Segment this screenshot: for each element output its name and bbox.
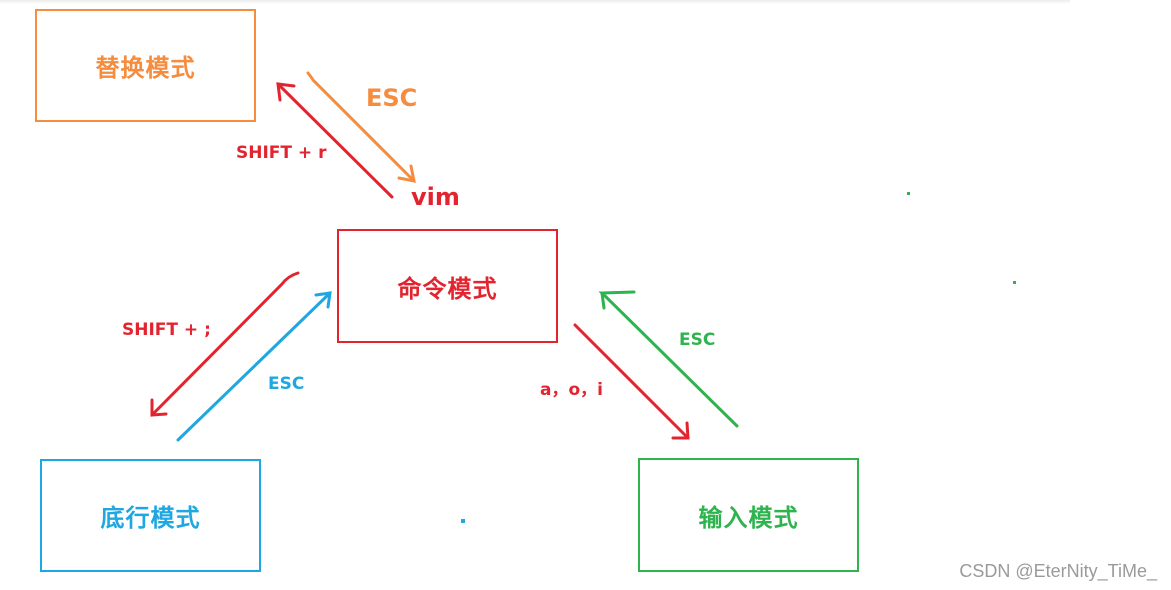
arrow-shift-semicolon-to-bottom <box>150 271 300 417</box>
esc-label-green: ESC <box>679 330 716 350</box>
bottom-line-mode-box: 底行模式 <box>40 459 261 572</box>
bottom-line-mode-label: 底行模式 <box>100 504 201 532</box>
stray-dot <box>907 192 910 195</box>
replace-mode-box: 替换模式 <box>35 9 256 122</box>
arrow-esc-insert-to-command <box>598 290 739 428</box>
stray-dot <box>1013 281 1016 284</box>
arrow-shift-r-to-replace <box>276 82 394 199</box>
command-mode-box: 命令模式 <box>337 229 558 343</box>
replace-mode-label: 替换模式 <box>95 54 196 82</box>
arrow-aoi-to-insert <box>573 323 690 440</box>
insert-keys-label: a，o，i <box>540 380 603 400</box>
insert-mode-label: 输入模式 <box>698 503 799 532</box>
arrow-esc-bottom-to-command <box>176 291 332 442</box>
arrow-esc-to-vim <box>306 71 416 183</box>
vim-label: vim <box>411 183 460 211</box>
shift-r-label: SHIFT + r <box>236 143 327 163</box>
insert-mode-box: 输入模式 <box>638 458 859 572</box>
watermark: CSDN @EterNity_TiMe_ <box>959 561 1157 581</box>
top-shadow <box>0 0 1070 4</box>
shift-semicolon-label: SHIFT + ; <box>122 320 211 340</box>
stray-dot <box>461 519 465 523</box>
esc-label-blue: ESC <box>268 374 305 394</box>
esc-label-orange: ESC <box>366 84 418 112</box>
command-mode-label: 命令模式 <box>397 274 498 303</box>
